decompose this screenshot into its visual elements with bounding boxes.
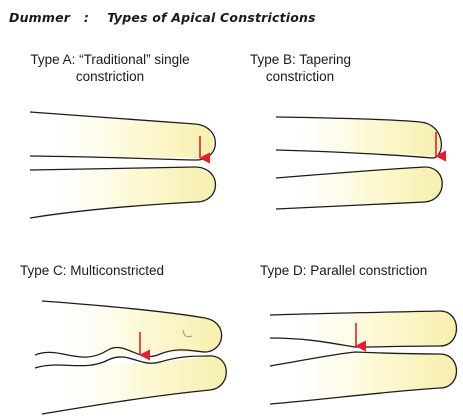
type-b-diagram	[276, 117, 442, 209]
type-c-diagram	[35, 301, 226, 414]
type-d-upper-root-fill	[270, 311, 457, 348]
type-d-lower-root-fill	[270, 352, 457, 404]
type-a-diagram	[30, 112, 216, 218]
type-a-lower-root-fill	[30, 168, 215, 219]
type-d-diagram	[270, 311, 457, 404]
type-c-lower-root-fill	[42, 356, 226, 414]
